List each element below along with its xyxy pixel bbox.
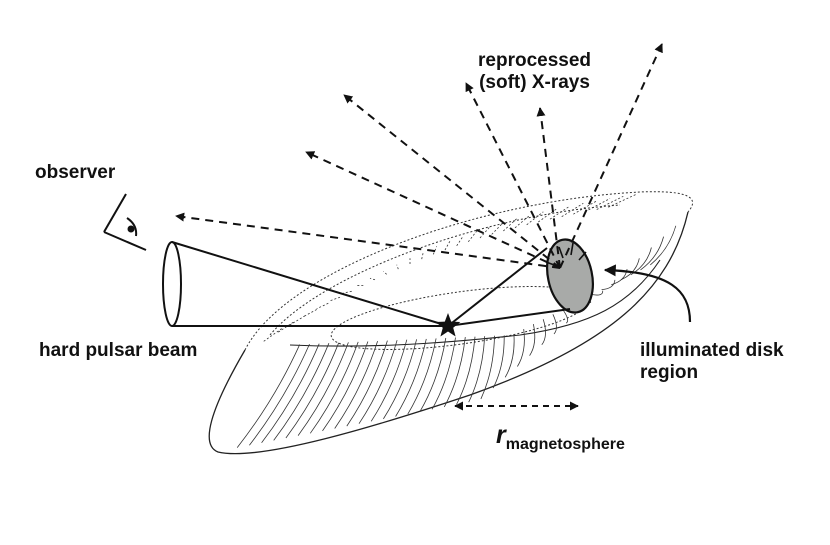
disk-hatch-line (407, 338, 437, 415)
disk-back-rim-inner (269, 204, 621, 336)
disk-front-edge (289, 259, 661, 347)
disk-hatch-line (492, 335, 505, 389)
disk-hatch-line (358, 340, 398, 424)
disk-hatch-line (383, 339, 417, 420)
magnetosphere-radius-label: rmagnetosphere (496, 421, 625, 454)
disk-back-line (289, 315, 306, 326)
disk-surface-lines (236, 225, 677, 448)
disk-back-line (491, 222, 504, 235)
hard-pulsar-beam (162, 241, 571, 327)
disk-hatch-line (468, 336, 486, 403)
disk-hatch-line (322, 341, 369, 432)
disk-hatch-line (517, 329, 525, 367)
disk-back-line (514, 214, 531, 229)
disk-back-line (584, 198, 611, 213)
illuminated-disk-region (546, 238, 594, 314)
disk-hatch-line (297, 342, 349, 436)
disk-hatch-line (552, 314, 557, 335)
reprocessed-xrays-label: reprocessed (soft) X-rays (478, 50, 591, 94)
disk-back-line (343, 290, 352, 294)
disk-hatch-line (529, 324, 536, 356)
radius-symbol: r (496, 421, 506, 449)
disk-back-line (573, 200, 597, 215)
disk-hatch-line (309, 341, 359, 434)
disk-hatch-line (456, 336, 476, 405)
disk-hatch-line (431, 337, 456, 410)
disk-back-line (596, 195, 624, 210)
reprocessed-label-line1: reprocessed (478, 50, 592, 71)
reprocessed-xray-arrows (175, 43, 663, 269)
disk-hatch-line (443, 337, 466, 408)
disk-back-line (503, 218, 517, 232)
disk-hatch-line (601, 279, 616, 290)
disk-back-line (526, 211, 544, 226)
disk-back-line (303, 309, 317, 318)
disk-hatch-line (562, 309, 569, 324)
disk-back-line (444, 240, 451, 251)
disk-back-line (316, 302, 329, 310)
disk-hatch-line (236, 344, 301, 448)
disk-back-line (396, 264, 399, 270)
illuminated-region-pointer (603, 264, 692, 323)
neutron-star-icon (435, 313, 461, 337)
disk-hatch-line (620, 258, 640, 281)
disk-back-line (369, 277, 376, 281)
observer-label: observer (35, 162, 116, 183)
disk-back-line (276, 321, 294, 334)
xray-arrow (175, 212, 561, 269)
disk-back-rim (244, 191, 693, 351)
disk-hatch-line (395, 338, 427, 417)
xray-arrow (305, 151, 561, 269)
disk-hatch-line (504, 333, 515, 378)
xray-arrow (343, 94, 561, 269)
disk-outer-rim (208, 211, 689, 455)
radius-subscript: magnetosphere (505, 436, 625, 453)
disk-hatch-line (285, 342, 340, 439)
disk-hatch-line (650, 225, 677, 266)
disk-hatch-line (640, 236, 664, 271)
disk-hatch-line (419, 337, 447, 412)
illuminated-label-line1: illuminated disk (640, 340, 784, 361)
eye-icon (103, 193, 147, 251)
disk-back-line (383, 271, 387, 275)
disk-back-lines (263, 193, 637, 342)
disk-hatch-line (346, 340, 388, 427)
disk-hatch-line (249, 343, 310, 446)
disk-hatch-line (370, 339, 408, 422)
disk-hatch-line (273, 343, 330, 441)
disk-back-line (467, 230, 478, 243)
disk-hatch-line (591, 290, 604, 296)
disk-hatch-line (334, 340, 378, 429)
disk-hatch-line (261, 343, 320, 444)
hard-pulsar-beam-label: hard pulsar beam (39, 340, 198, 361)
reprocessed-label-line2: (soft) X-rays (479, 72, 590, 93)
illuminated-label-line2: region (640, 362, 699, 383)
disk-back-line (421, 252, 424, 260)
disk-back-line (329, 296, 341, 302)
disk-back-line (456, 235, 464, 247)
disk-back-line (561, 202, 584, 218)
disk-back-line (263, 328, 282, 342)
disk-back-line (608, 193, 637, 208)
xray-arrow (465, 82, 561, 269)
illuminated-disk-region-label: illuminated disk region (640, 340, 784, 384)
disk-hatch-line (480, 335, 495, 400)
disk-back-line (479, 226, 491, 239)
disk-hatch-line (541, 319, 546, 346)
